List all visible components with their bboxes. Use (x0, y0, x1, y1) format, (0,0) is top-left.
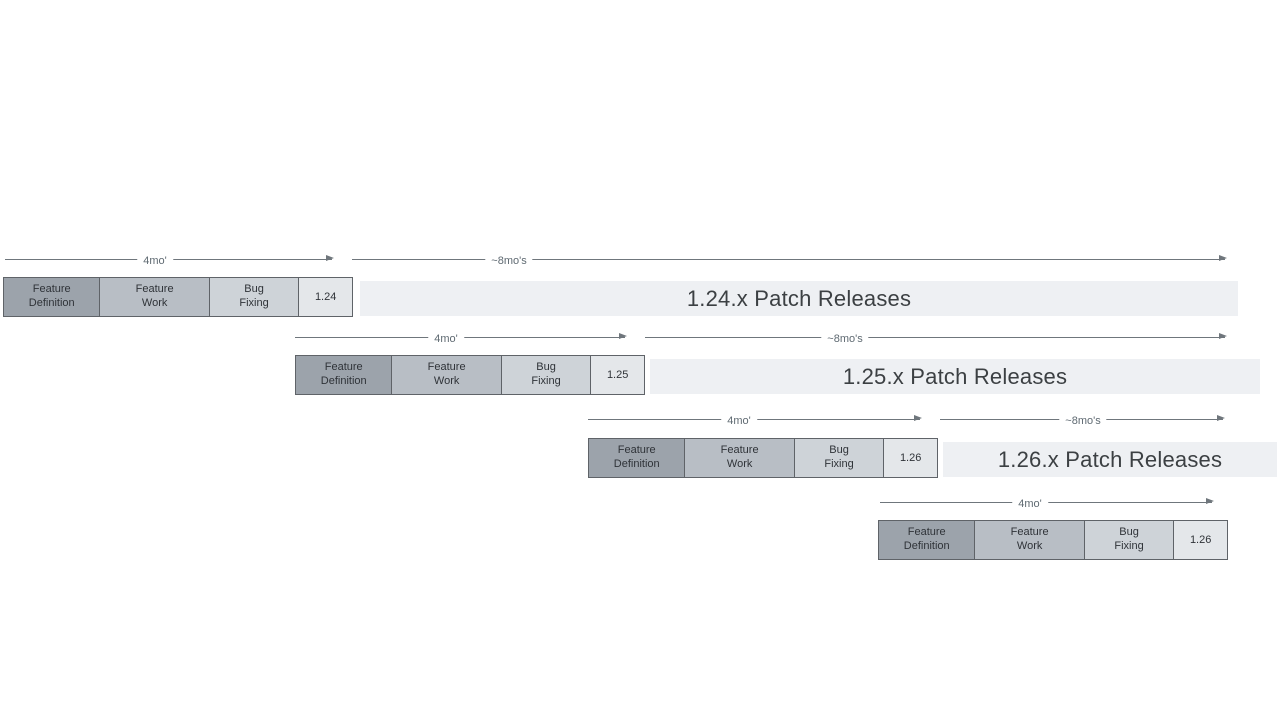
phase-label: Bug Fixing (531, 361, 561, 387)
version-label: 1.26 (1189, 534, 1212, 546)
phase-label: Bug Fixing (1114, 526, 1144, 552)
patch-releases-bar: 1.25.x Patch Releases (650, 359, 1260, 394)
phase-feature-work: Feature Work (975, 521, 1085, 559)
phase-feature-work: Feature Work (392, 356, 502, 394)
arrow-label-4mo: 4mo' (428, 332, 464, 347)
arrow-label-8mo: ~8mo's (1059, 414, 1107, 429)
release-phase-box: Feature Definition Feature Work Bug Fixi… (878, 520, 1228, 560)
version-box: 1.25 (591, 356, 644, 394)
arrow-head-icon (1219, 255, 1227, 261)
version-label: 1.25 (606, 369, 629, 381)
phase-label: Feature Definition (613, 444, 660, 470)
patch-releases-bar: 1.26.x Patch Releases (943, 442, 1277, 477)
phase-label: Bug Fixing (824, 444, 854, 470)
phase-label: Feature Definition (903, 526, 950, 552)
phase-label: Bug Fixing (239, 283, 269, 309)
phase-label: Feature Definition (28, 283, 75, 309)
phase-feature-work: Feature Work (685, 439, 795, 477)
release-phase-box: Feature Definition Feature Work Bug Fixi… (588, 438, 938, 478)
phase-feature-definition: Feature Definition (4, 278, 101, 316)
release-phase-box: Feature Definition Feature Work Bug Fixi… (295, 355, 645, 395)
patch-releases-label: 1.24.x Patch Releases (686, 285, 912, 311)
release-phase-box: Feature Definition Feature Work Bug Fixi… (3, 277, 353, 317)
phase-label: Feature Work (427, 361, 466, 387)
arrow-label-8mo: ~8mo's (821, 332, 869, 347)
phase-bug-fixing: Bug Fixing (501, 356, 592, 394)
arrow-label-4mo: 4mo' (721, 414, 757, 429)
arrow-head-icon (1219, 333, 1227, 339)
arrow-head-icon (1217, 415, 1225, 421)
version-label: 1.24 (314, 291, 337, 303)
version-box: 1.26 (1174, 521, 1227, 559)
phase-feature-definition: Feature Definition (589, 439, 686, 477)
version-box: 1.26 (884, 439, 937, 477)
duration-arrow-8mo (645, 333, 1227, 339)
phase-feature-work: Feature Work (100, 278, 210, 316)
arrow-head-icon (914, 415, 922, 421)
arrow-label-4mo: 4mo' (137, 254, 173, 269)
phase-bug-fixing: Bug Fixing (794, 439, 885, 477)
arrow-label-4mo: 4mo' (1012, 497, 1048, 512)
phase-label: Feature Work (1010, 526, 1049, 552)
version-label: 1.26 (899, 452, 922, 464)
arrow-head-icon (619, 333, 627, 339)
duration-arrow-8mo (352, 255, 1227, 261)
phase-feature-definition: Feature Definition (879, 521, 976, 559)
version-box: 1.24 (299, 278, 352, 316)
patch-releases-bar: 1.24.x Patch Releases (360, 281, 1238, 316)
phase-bug-fixing: Bug Fixing (1084, 521, 1175, 559)
phase-feature-definition: Feature Definition (296, 356, 393, 394)
arrow-label-8mo: ~8mo's (485, 254, 533, 269)
phase-bug-fixing: Bug Fixing (209, 278, 300, 316)
patch-releases-label: 1.26.x Patch Releases (997, 446, 1223, 472)
phase-label: Feature Definition (320, 361, 367, 387)
phase-label: Feature Work (135, 283, 174, 309)
arrow-head-icon (1206, 498, 1214, 504)
phase-label: Feature Work (720, 444, 759, 470)
arrow-head-icon (326, 255, 334, 261)
patch-releases-label: 1.25.x Patch Releases (842, 363, 1068, 389)
